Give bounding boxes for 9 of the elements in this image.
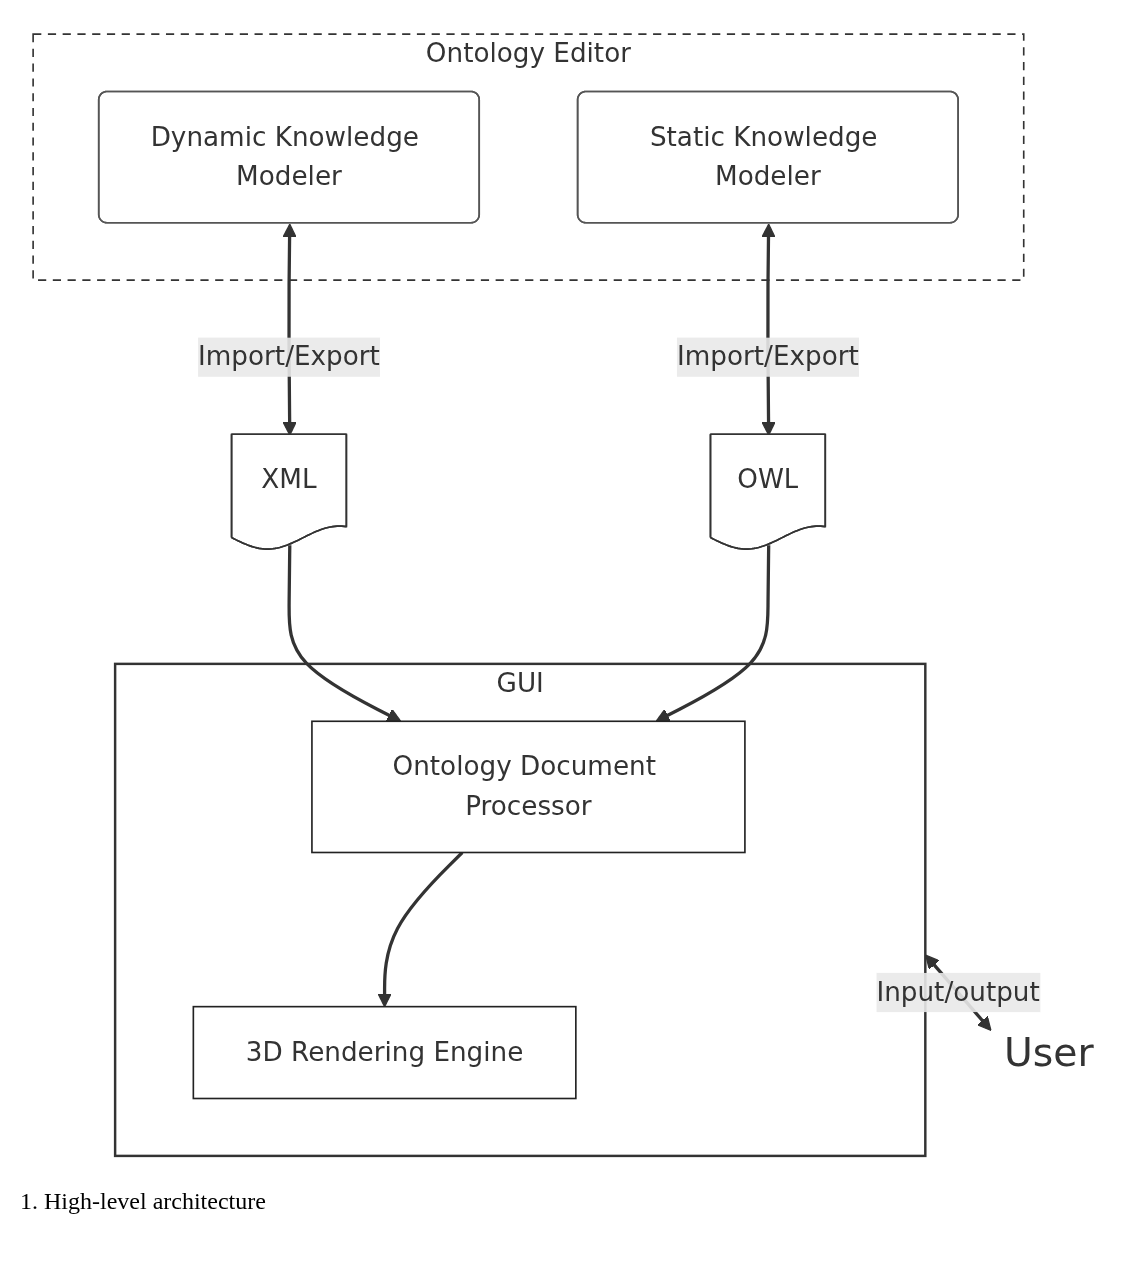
node-box: 3D Rendering Engine — [192, 1005, 577, 1100]
arrow — [655, 545, 771, 722]
arrow — [287, 545, 402, 722]
arrow — [377, 851, 464, 1008]
node-box: Ontology Document Processor — [311, 720, 746, 854]
edge-label: Import/Export — [676, 340, 859, 372]
caption: 1. High-level architecture — [20, 1188, 267, 1215]
node-text: User — [1004, 1029, 1094, 1076]
edge-label: Import/Export — [198, 340, 380, 372]
